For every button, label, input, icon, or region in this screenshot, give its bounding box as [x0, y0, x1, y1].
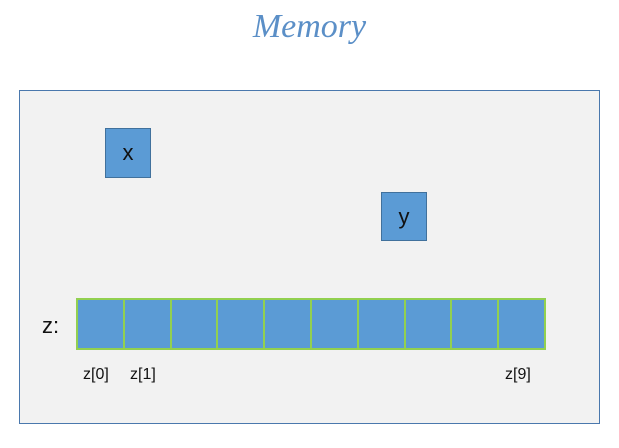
variable-y-box: y	[381, 192, 427, 241]
index-label-z9: z[9]	[505, 366, 531, 383]
array-cell	[450, 300, 498, 348]
index-label-z0: z[0]	[83, 366, 109, 383]
diagram-title: Memory	[252, 8, 367, 45]
array-cell	[497, 300, 544, 348]
array-cell	[216, 300, 264, 348]
index-label-z1: z[1]	[130, 366, 156, 383]
array-cell	[403, 300, 451, 348]
variable-y-label: y	[398, 203, 410, 229]
variable-x-label: x	[122, 140, 134, 165]
variable-x-box: x	[105, 128, 151, 178]
array-z	[76, 298, 546, 350]
array-z-label: z:	[42, 313, 60, 338]
array-cell	[356, 300, 404, 348]
array-cell	[169, 300, 217, 348]
array-cell	[122, 300, 170, 348]
array-cell	[263, 300, 310, 348]
array-cell	[309, 300, 357, 348]
array-cell	[78, 300, 123, 348]
